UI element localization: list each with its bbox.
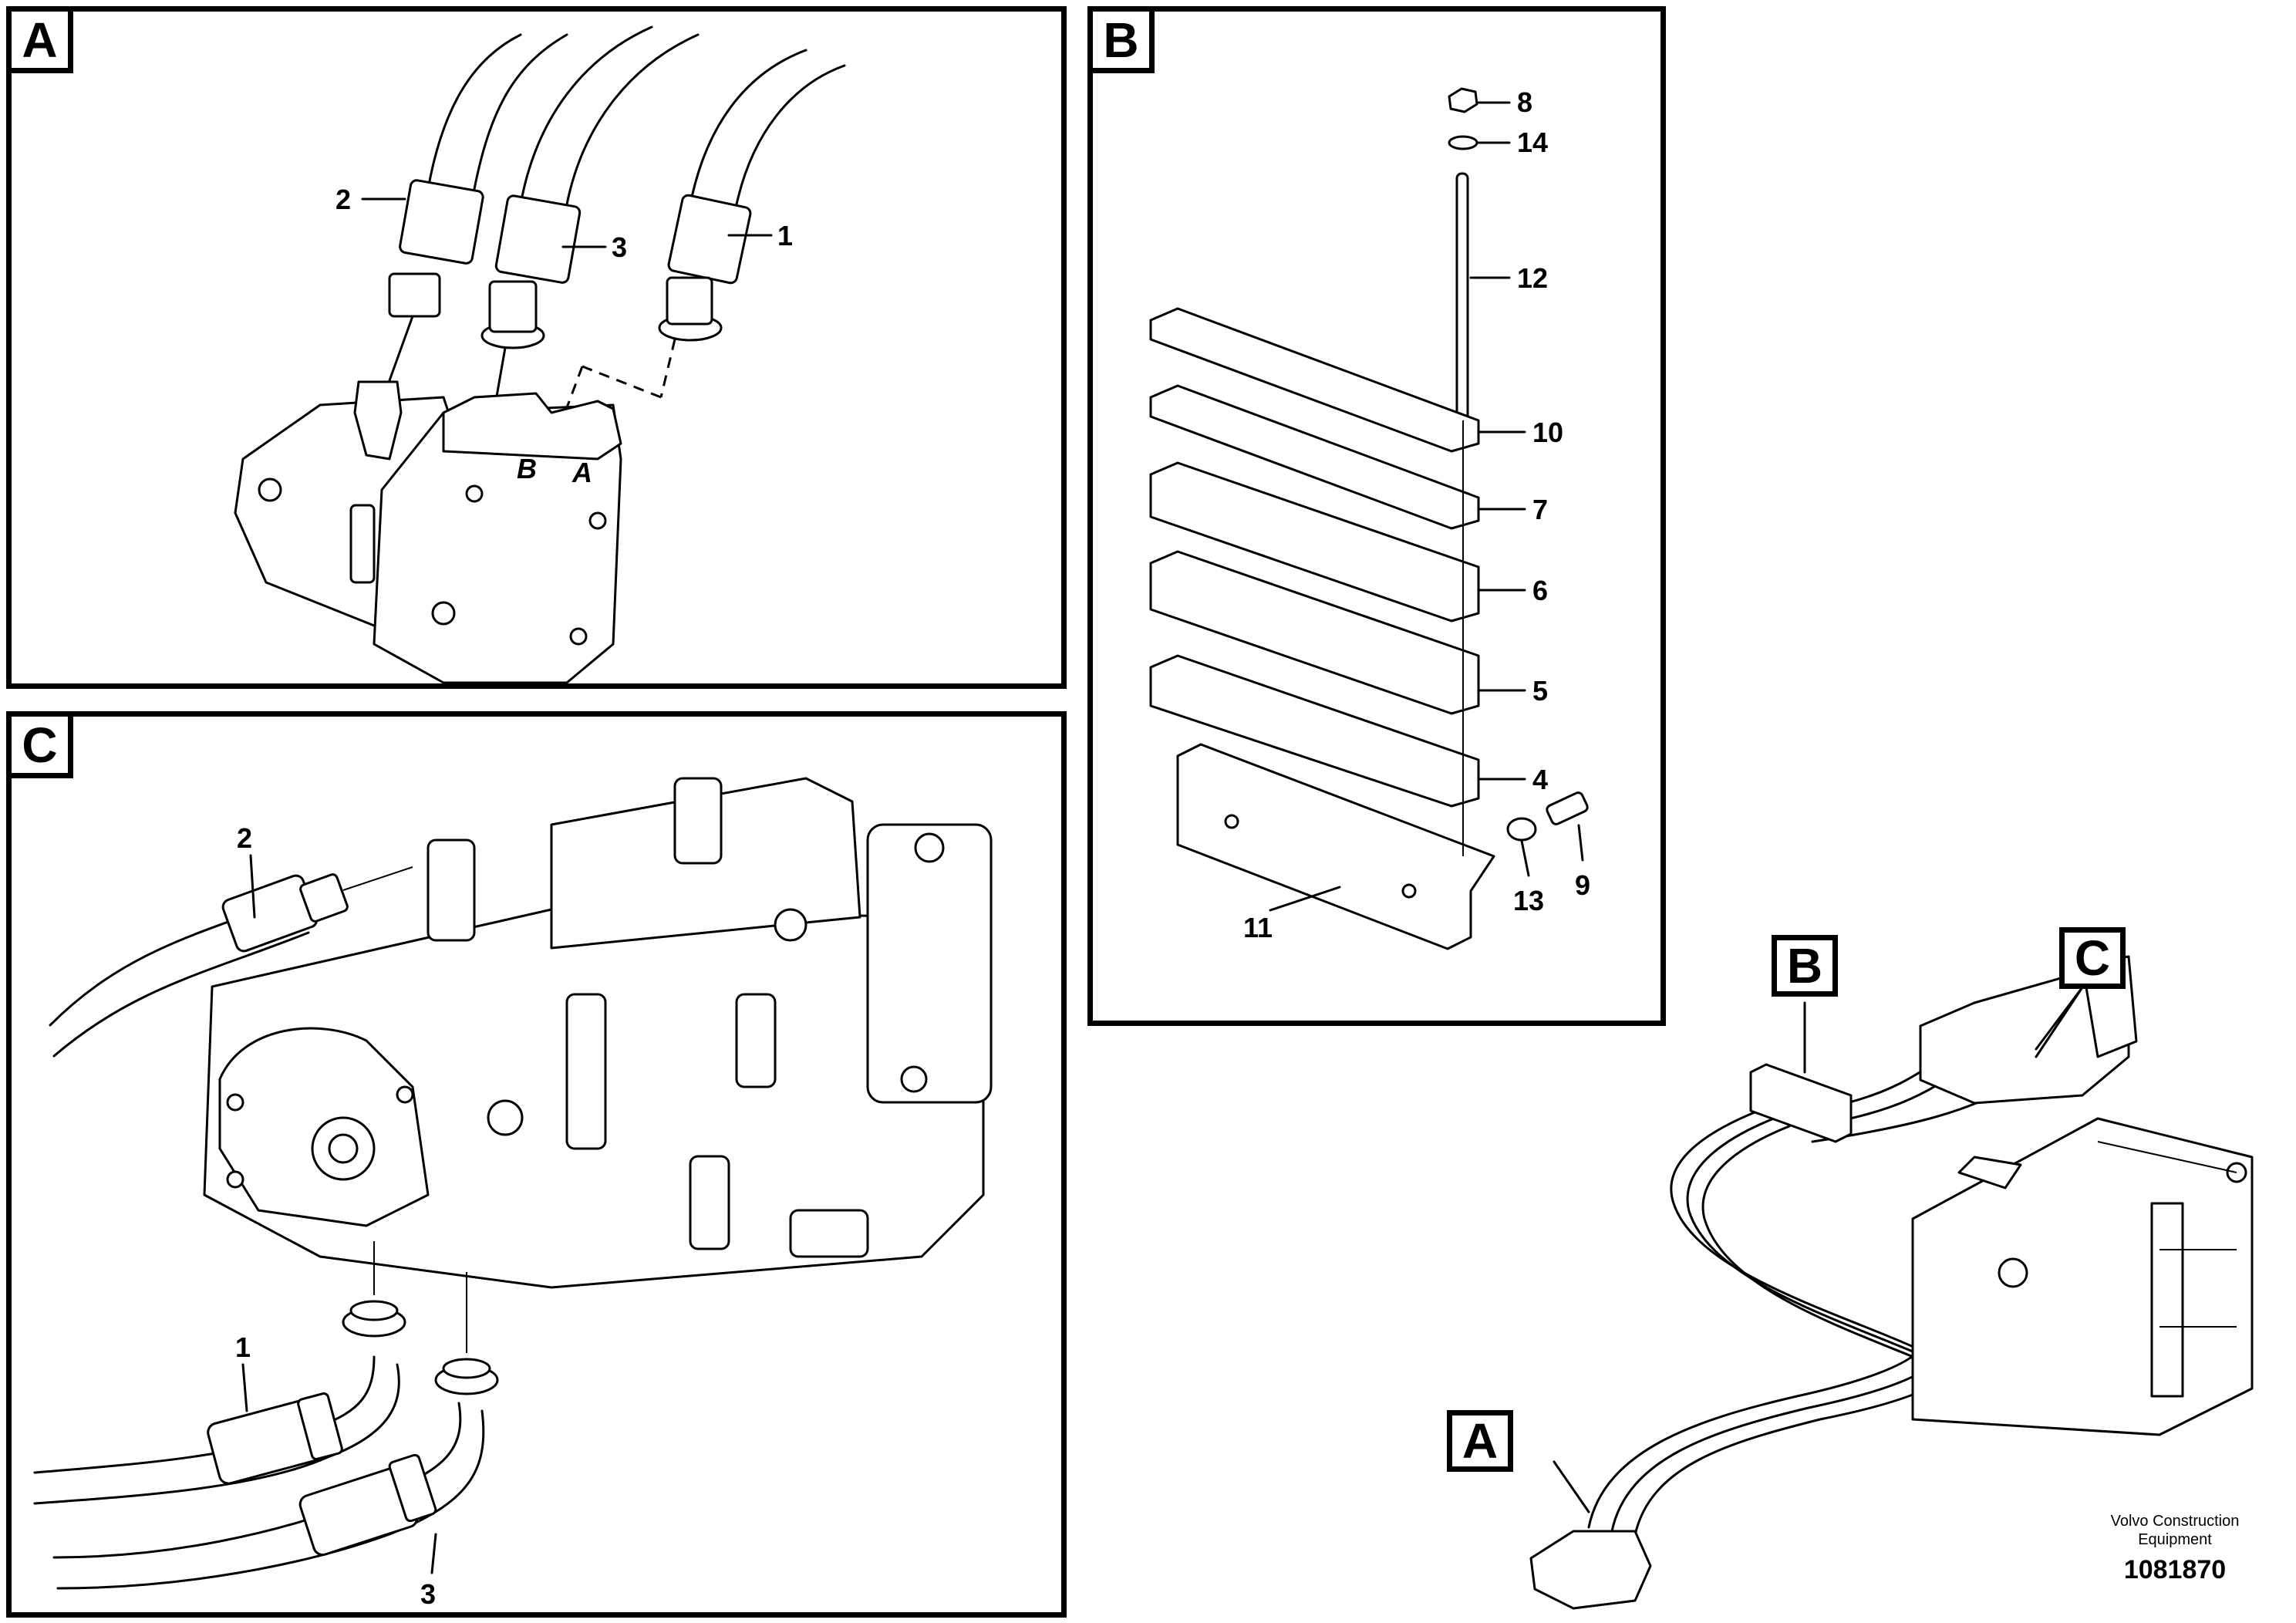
port-b-label: B <box>517 453 537 484</box>
panel-b-callout-8: 8 <box>1517 86 1532 118</box>
panel-c-letter: C <box>12 717 73 778</box>
footer: Volvo Construction Equipment 1081870 <box>2082 1512 2267 1585</box>
footer-company: Volvo Construction Equipment <box>2110 1513 2240 1548</box>
overview-label-b: B <box>1772 935 1838 997</box>
panel-a: A B A <box>6 6 1067 689</box>
panel-b-callout-10: 10 <box>1532 417 1563 448</box>
panel-b-callout-9: 9 <box>1575 869 1590 901</box>
panel-c-callout-3: 3 <box>420 1578 436 1610</box>
footer-figure-number: 1081870 <box>2123 1555 2227 1584</box>
overview-label-a: A <box>1447 1410 1513 1472</box>
panel-c-callout-1: 1 <box>235 1331 251 1363</box>
panel-b-callout-5: 5 <box>1532 675 1548 707</box>
panel-a-drawing: B A 2 3 1 <box>234 25 846 684</box>
panel-b-callout-13: 13 <box>1513 885 1544 916</box>
panel-b-callout-6: 6 <box>1532 575 1548 606</box>
panel-c-callout-2: 2 <box>237 822 252 854</box>
panel-b-callout-12: 12 <box>1517 262 1548 294</box>
overview-label-c: C <box>2059 927 2126 989</box>
port-a-label: A <box>571 457 592 488</box>
panel-a-callout-1: 1 <box>777 220 793 251</box>
panel-b-callout-4: 4 <box>1532 764 1548 795</box>
panel-a-callout-2: 2 <box>335 184 351 215</box>
panel-b-callout-7: 7 <box>1532 494 1548 525</box>
panel-b: B 8 <box>1087 6 1666 1026</box>
panel-b-letter: B <box>1093 12 1155 73</box>
panel-b-drawing: 8 14 12 10 7 6 5 4 13 9 11 <box>1149 86 1590 950</box>
panel-b-callout-11: 11 <box>1243 912 1273 943</box>
panel-a-letter: A <box>12 12 73 73</box>
panel-a-callout-3: 3 <box>612 231 627 263</box>
panel-c: C <box>6 711 1067 1618</box>
panel-c-drawing: 2 1 3 <box>33 777 993 1610</box>
panel-b-callout-14: 14 <box>1517 127 1548 158</box>
